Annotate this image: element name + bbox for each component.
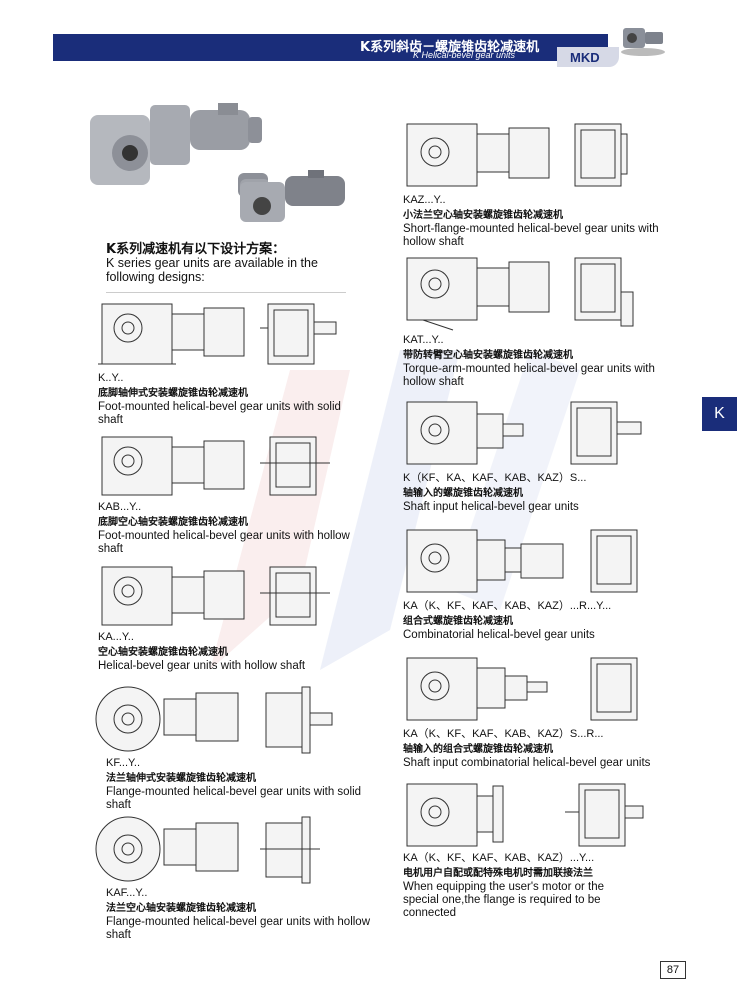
design-name-en: Foot-mounted helical-bevel gear units wi… — [98, 401, 341, 426]
design-block: KAZ...Y.. 小法兰空心轴安装螺旋锥齿轮减速机 Short-flange-… — [403, 118, 683, 249]
design-name-en: Helical-bevel gear units with hollow sha… — [98, 660, 306, 672]
design-block: KA（K、KF、KAF、KAB、KAZ）S...R... 轴输入的组合式螺旋锥齿… — [403, 654, 683, 770]
design-name-en: Short-flange-mounted helical-bevel gear … — [403, 223, 659, 248]
design-name-en: Foot-mounted helical-bevel gear units wi… — [98, 530, 350, 555]
design-code: K（KF、KA、KAF、KAB、KAZ）S... — [403, 472, 587, 484]
header-title-cn: K系列斜齿－螺旋锥齿轮减速机 — [360, 40, 540, 55]
design-code: KAZ...Y.. — [403, 194, 446, 206]
shaft-input-side-view — [570, 401, 642, 465]
flange-mounted-hollow-shaft-drawing — [95, 816, 239, 882]
design-block: KAT...Y.. 带防转臂空心轴安装螺旋锥齿轮减速机 Torque-arm-m… — [403, 252, 683, 389]
design-block: KAB...Y.. 底脚空心轴安装螺旋锥齿轮减速机 Foot-mounted h… — [98, 433, 378, 556]
hollow-shaft-side-view — [260, 566, 330, 626]
design-block: KF...Y.. 法兰轴伸式安装螺旋锥齿轮减速机 Flange-mounted … — [92, 685, 372, 812]
brand-tab — [557, 47, 619, 67]
design-code: KAT...Y.. — [403, 334, 444, 346]
intro-heading-cn: K系列减速机有以下设计方案： — [106, 242, 286, 257]
foot-mounted-hollow-shaft-drawing — [101, 436, 245, 496]
design-name-cn: 轴输入的组合式螺旋锥齿轮减速机 — [403, 744, 553, 755]
gear-unit-photo-small — [240, 170, 345, 222]
design-code: KA...Y.. — [98, 631, 134, 643]
design-name-cn: 底脚空心轴安装螺旋锥齿轮减速机 — [98, 517, 248, 528]
torque-arm-side-view — [574, 257, 634, 327]
design-code: KF...Y.. — [106, 757, 141, 769]
design-name-cn: 空心轴安装螺旋锥齿轮减速机 — [98, 647, 228, 658]
page-number: 87 — [660, 961, 686, 979]
design-name-en: When equipping the user's motor or the s… — [403, 881, 605, 919]
design-block: KA...Y.. 空心轴安装螺旋锥齿轮减速机 Helical-bevel gea… — [98, 563, 378, 673]
foot-mounted-solid-shaft-drawing — [98, 303, 245, 365]
design-name-cn: 带防转臂空心轴安装螺旋锥齿轮减速机 — [403, 350, 573, 361]
section-tab: K — [702, 397, 737, 431]
shaft-input-combinatorial-drawing — [406, 657, 548, 721]
design-block: KA（K、KF、KAF、KAB、KAZ）...Y... 电机用户自配或配特殊电机… — [403, 780, 683, 920]
design-code: KA（K、KF、KAF、KAB、KAZ）...Y... — [403, 852, 595, 864]
short-flange-side-view — [574, 123, 628, 187]
intro-divider — [106, 292, 346, 293]
hollow-shaft-drawing — [101, 566, 245, 626]
design-name-cn: 底脚轴伸式安装螺旋锥齿轮减速机 — [98, 388, 248, 399]
design-name-cn: 法兰轴伸式安装螺旋锥齿轮减速机 — [106, 773, 256, 784]
design-block: KAF...Y.. 法兰空心轴安装螺旋锥齿轮减速机 Flange-mounted… — [92, 815, 372, 942]
design-code: KA（K、KF、KAF、KAB、KAZ）...R...Y... — [403, 600, 612, 612]
design-name-en: Flange-mounted helical-bevel gear units … — [106, 916, 371, 941]
intro-heading-en: K series gear units are available in the… — [106, 256, 318, 284]
design-code: KA（K、KF、KAF、KAB、KAZ）S...R... — [403, 728, 604, 740]
combinatorial-side-view — [590, 529, 638, 593]
design-name-en: Flange-mounted helical-bevel gear units … — [106, 786, 362, 811]
foot-mounted-solid-shaft-side-view — [260, 303, 337, 365]
design-block: K..Y.. 底脚轴伸式安装螺旋锥齿轮减速机 Foot-mounted heli… — [98, 298, 378, 427]
design-code: K..Y.. — [98, 372, 124, 384]
header-title-en: K Helical-bevel gear units — [413, 50, 516, 60]
header-band — [53, 34, 608, 61]
flange-mounted-solid-shaft-side-view — [265, 686, 333, 754]
gear-unit-thumbnail-icon — [617, 18, 669, 58]
design-name-cn: 电机用户自配或配特殊电机时需加联接法兰 — [403, 868, 593, 879]
design-name-cn: 小法兰空心轴安装螺旋锥齿轮减速机 — [403, 210, 563, 221]
brand-label: MKD — [570, 50, 600, 65]
design-block: KA（K、KF、KAF、KAB、KAZ）...R...Y... 组合式螺旋锥齿轮… — [403, 526, 683, 642]
foot-mounted-hollow-shaft-side-view — [260, 436, 330, 496]
design-name-en: Torque-arm-mounted helical-bevel gear un… — [403, 363, 655, 388]
flange-mounted-hollow-shaft-side-view — [260, 816, 320, 884]
short-flange-drawing — [406, 123, 550, 187]
flange-mounted-solid-shaft-drawing — [95, 686, 239, 752]
adapter-flange-side-view — [565, 783, 644, 847]
design-name-cn: 组合式螺旋锥齿轮减速机 — [403, 616, 513, 627]
design-code: KAF...Y.. — [106, 887, 148, 899]
design-name-en: Shaft input helical-bevel gear units — [403, 501, 579, 513]
shaft-input-drawing — [406, 401, 524, 465]
design-name-cn: 轴输入的螺旋锥齿轮减速机 — [403, 488, 523, 499]
design-block: K（KF、KA、KAF、KAB、KAZ）S... 轴输入的螺旋锥齿轮减速机 Sh… — [403, 398, 683, 514]
shaft-input-combinatorial-side-view — [590, 657, 638, 721]
design-name-cn: 法兰空心轴安装螺旋锥齿轮减速机 — [106, 903, 256, 914]
design-code: KAB...Y.. — [98, 501, 142, 513]
adapter-flange-drawing — [406, 783, 504, 847]
torque-arm-drawing — [406, 257, 550, 331]
combinatorial-drawing — [406, 529, 564, 593]
design-name-en: Combinatorial helical-bevel gear units — [403, 629, 595, 641]
design-name-en: Shaft input combinatorial helical-bevel … — [403, 757, 651, 769]
